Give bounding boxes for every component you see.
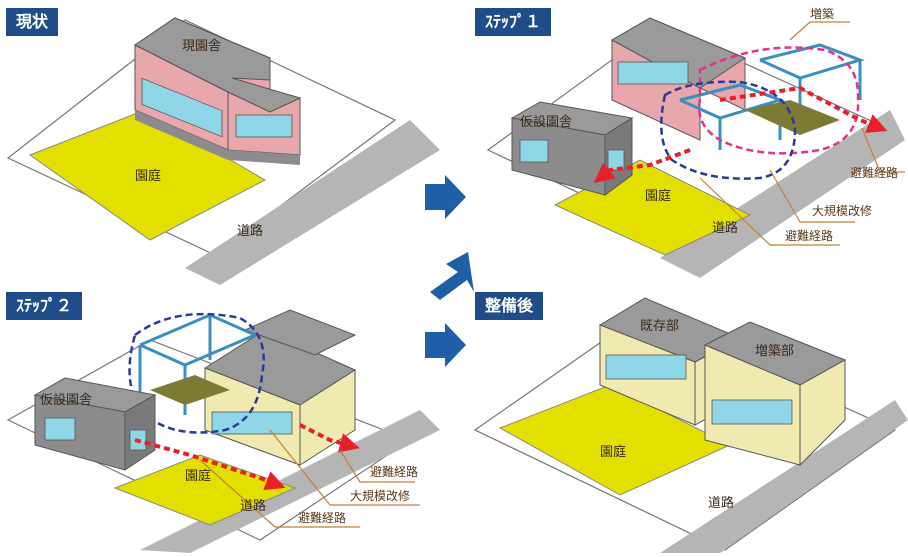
- step1-yard-label: 園庭: [645, 188, 671, 204]
- panel-step2: [6, 309, 440, 553]
- step2-evac-callout-a: 避難経路: [370, 464, 418, 479]
- tag-after: 整備後: [475, 292, 544, 320]
- after-yard-label: 園庭: [600, 444, 626, 460]
- panel-current: [6, 17, 440, 285]
- current-building: [134, 17, 302, 165]
- step2-evac-callout-b: 避難経路: [298, 510, 346, 525]
- temp-building: [33, 377, 157, 471]
- tag-step2: ｽﾃｯﾌﾟ２: [6, 292, 83, 320]
- step2-renovation-callout: 大規模改修: [350, 488, 410, 503]
- callout-line: [861, 127, 905, 173]
- road: [660, 400, 908, 553]
- step2-road-label: 道路: [240, 498, 266, 514]
- renovation-outline: [660, 80, 797, 180]
- step1-evac-callout-a: 避難経路: [850, 165, 898, 180]
- after-existing-label: 既存部: [640, 319, 679, 334]
- callout-line: [339, 449, 415, 483]
- current-yard-label: 園庭: [135, 168, 161, 184]
- current-road-label: 道路: [237, 223, 263, 239]
- evac-route: [299, 423, 360, 453]
- panel-after: [473, 297, 908, 553]
- tag-step1: ｽﾃｯﾌﾟ１: [475, 8, 552, 36]
- yard: [113, 454, 297, 526]
- after-road-label: 道路: [708, 495, 734, 511]
- evac-route: [593, 148, 691, 183]
- evac-route: [134, 438, 286, 490]
- step1-road-label: 道路: [712, 220, 738, 236]
- arrow-right-2: [425, 323, 466, 367]
- temp-building: [510, 101, 634, 196]
- step1-renovation-callout: 大規模改修: [812, 203, 872, 218]
- road: [660, 110, 905, 278]
- tag-current: 現状: [6, 8, 59, 36]
- current-building-label: 現園舎: [182, 39, 221, 54]
- callout-line: [789, 21, 850, 41]
- extension-outline: [697, 46, 860, 155]
- step1-evac-callout-b: 避難経路: [785, 228, 833, 243]
- yard: [28, 109, 267, 241]
- road: [185, 120, 440, 285]
- arrow-right-1: [425, 175, 466, 219]
- after-extension-label: 増築部: [755, 344, 794, 359]
- callout-line: [699, 177, 840, 246]
- step1-extension-callout: 増築: [810, 6, 834, 21]
- callout-line: [269, 429, 420, 506]
- renovation-outline: [128, 312, 265, 434]
- callout-line: [769, 169, 855, 223]
- evac-route: [719, 85, 888, 133]
- step1-temp-label: 仮設園舎: [520, 114, 572, 130]
- panel-step1: [486, 17, 905, 278]
- step2-temp-label: 仮設園舎: [40, 392, 92, 408]
- arrow-diagonal: [430, 252, 474, 300]
- step2-yard-label: 園庭: [185, 468, 211, 484]
- callout-line: [199, 459, 360, 528]
